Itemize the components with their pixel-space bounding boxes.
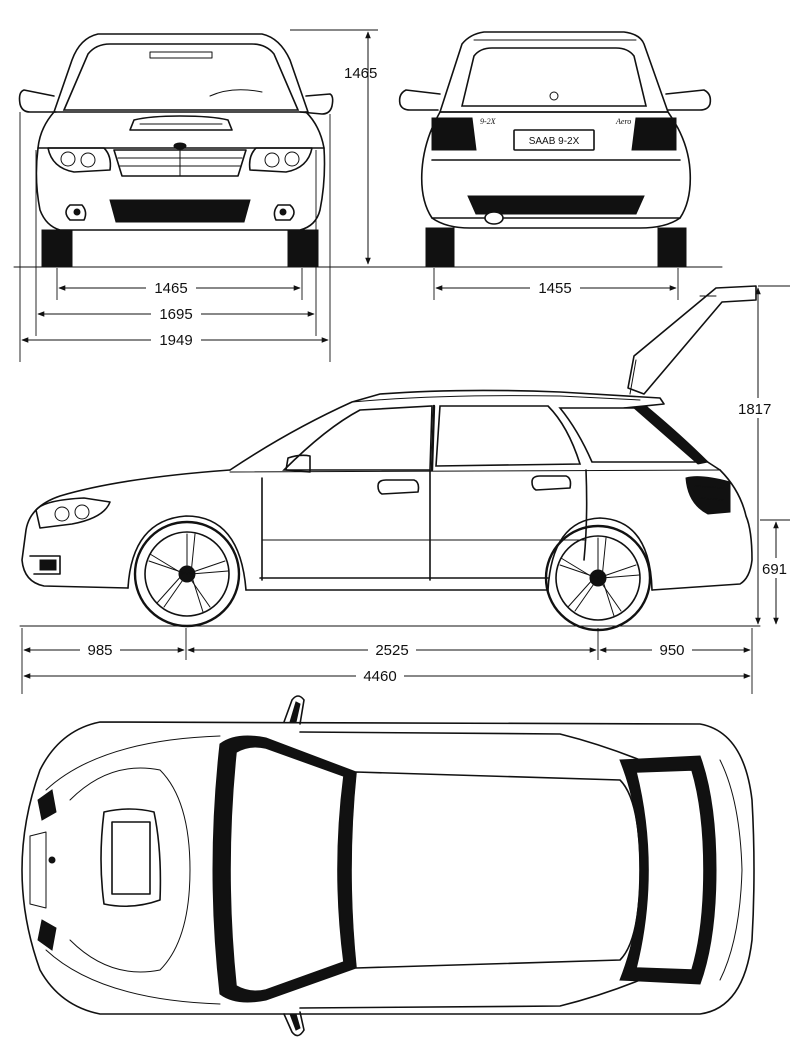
side-view [19, 285, 761, 632]
front-overhang-label: 985 [87, 642, 112, 659]
tailgate-height-label: 1817 [738, 401, 771, 418]
model-badge: 9-2X [480, 117, 497, 126]
front-height-label: 1465 [344, 65, 377, 82]
side-dimensions: 1817 691 985 2525 950 4460 [21, 285, 796, 694]
overall-length-label: 4460 [363, 668, 396, 685]
rear-overhang-label: 950 [659, 642, 684, 659]
front-track-label: 1465 [154, 280, 187, 297]
wheel-center-height-label: 691 [762, 561, 787, 578]
license-plate-text: SAAB 9-2X [529, 136, 580, 147]
mirror-width-label: 1949 [159, 332, 192, 349]
rear-wheel-spokes-icon [559, 537, 640, 617]
front-wheel-spokes-icon [148, 533, 229, 613]
top-view [21, 695, 755, 1037]
saab-emblem-icon [549, 91, 559, 101]
wheelbase-label: 2525 [375, 642, 408, 659]
rear-view: SAAB 9-2X 9-2X Aero [398, 31, 723, 268]
front-rear-dimensions: 1465 1465 1695 1949 1455 [19, 29, 679, 362]
front-view [13, 33, 421, 268]
front-wheel-icon [133, 520, 241, 628]
rear-track-label: 1455 [538, 280, 571, 297]
trim-badge: Aero [615, 117, 631, 126]
body-width-label: 1695 [159, 306, 192, 323]
